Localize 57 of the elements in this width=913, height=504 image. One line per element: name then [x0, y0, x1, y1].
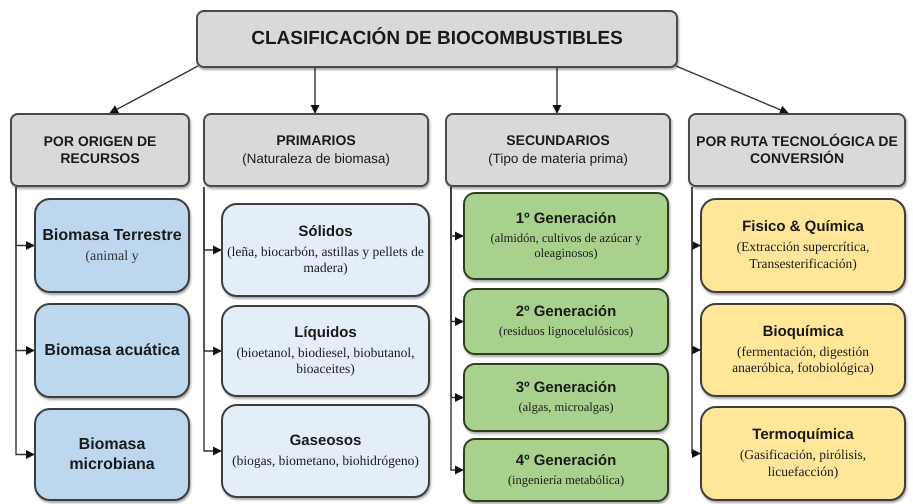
node-description: (leña, biocarbón, astillas y pellets de madera): [227, 244, 424, 278]
process-box: [463, 438, 669, 502]
node-description: (bioetanol, biodiesel, biobutanol, bioaceites): [235, 344, 416, 378]
arrow: [310, 68, 320, 114]
process-box: [700, 303, 906, 397]
node-description: (biogas, biometano, biohidrógeno): [232, 452, 419, 470]
node-heading: Biomasa Terrestre: [42, 226, 182, 246]
arrow: [450, 187, 464, 474]
node-heading: POR RUTA TECNOLÓGICA DE CONVERSIÓN: [695, 132, 899, 168]
node-description: (Tipo de materia prima): [488, 151, 628, 168]
category-box: [203, 113, 429, 187]
process-box: [34, 198, 190, 293]
node-heading: Bioquímica: [762, 322, 844, 342]
process-box: [463, 192, 669, 280]
arrow: [109, 65, 198, 114]
arrow: [203, 187, 222, 456]
node-heading: 3º Generación: [516, 379, 616, 398]
node-heading: 4º Generación: [516, 452, 616, 471]
node-description: (residuos lignocelulósicos): [498, 324, 634, 340]
node-heading: 1º Generación: [516, 210, 616, 229]
process-box: [700, 406, 906, 501]
node-heading: Biomasa microbiana: [68, 434, 156, 474]
process-box: [221, 404, 430, 498]
process-box: [221, 305, 430, 397]
node-heading: CLASIFICACIÓN DE BIOCOMBUSTIBLES: [251, 26, 623, 51]
process-box: [34, 303, 190, 398]
title-box: [196, 10, 678, 68]
node-heading: Líquidos: [294, 324, 357, 342]
arrow: [15, 187, 35, 459]
process-box: [700, 198, 906, 293]
node-description: (Naturaleza de biomasa): [242, 151, 390, 168]
arrow: [552, 68, 562, 114]
process-box: [34, 408, 190, 501]
node-description: (animal y: [85, 248, 139, 266]
process-box: [463, 288, 669, 355]
node-description: (algas, microalgas): [518, 400, 614, 416]
node-heading: POR ORIGEN DE RECURSOS: [42, 132, 158, 168]
node-heading: Termoquímica: [752, 426, 854, 445]
node-description: (ingeniería metabólica): [508, 472, 624, 488]
node-description: (Extracción supercrítica, Transesterificación): [736, 239, 870, 273]
node-heading: SECUNDARIOS: [506, 132, 610, 150]
process-box: [221, 203, 430, 297]
node-description: (Gasificación, pirólisis, licuefacción): [738, 447, 868, 481]
node-description: (almidón, cultivos de azúcar y oleaginosos): [490, 230, 642, 262]
category-box: [688, 113, 906, 187]
node-heading: Gaseosos: [290, 432, 362, 451]
process-box: [463, 363, 669, 432]
category-box: [10, 113, 190, 187]
node-heading: 2º Generación: [516, 303, 616, 322]
arrow: [676, 65, 789, 114]
arrow: [691, 187, 701, 458]
category-box: [445, 113, 671, 187]
node-heading: Fisico & Química: [742, 218, 864, 237]
node-heading: PRIMARIOS: [276, 132, 356, 150]
node-description: (fermentación, digestión anaeróbica, fotobiológica): [731, 344, 875, 378]
node-heading: Biomasa acuática: [44, 340, 180, 360]
node-heading: Sólidos: [298, 222, 353, 242]
